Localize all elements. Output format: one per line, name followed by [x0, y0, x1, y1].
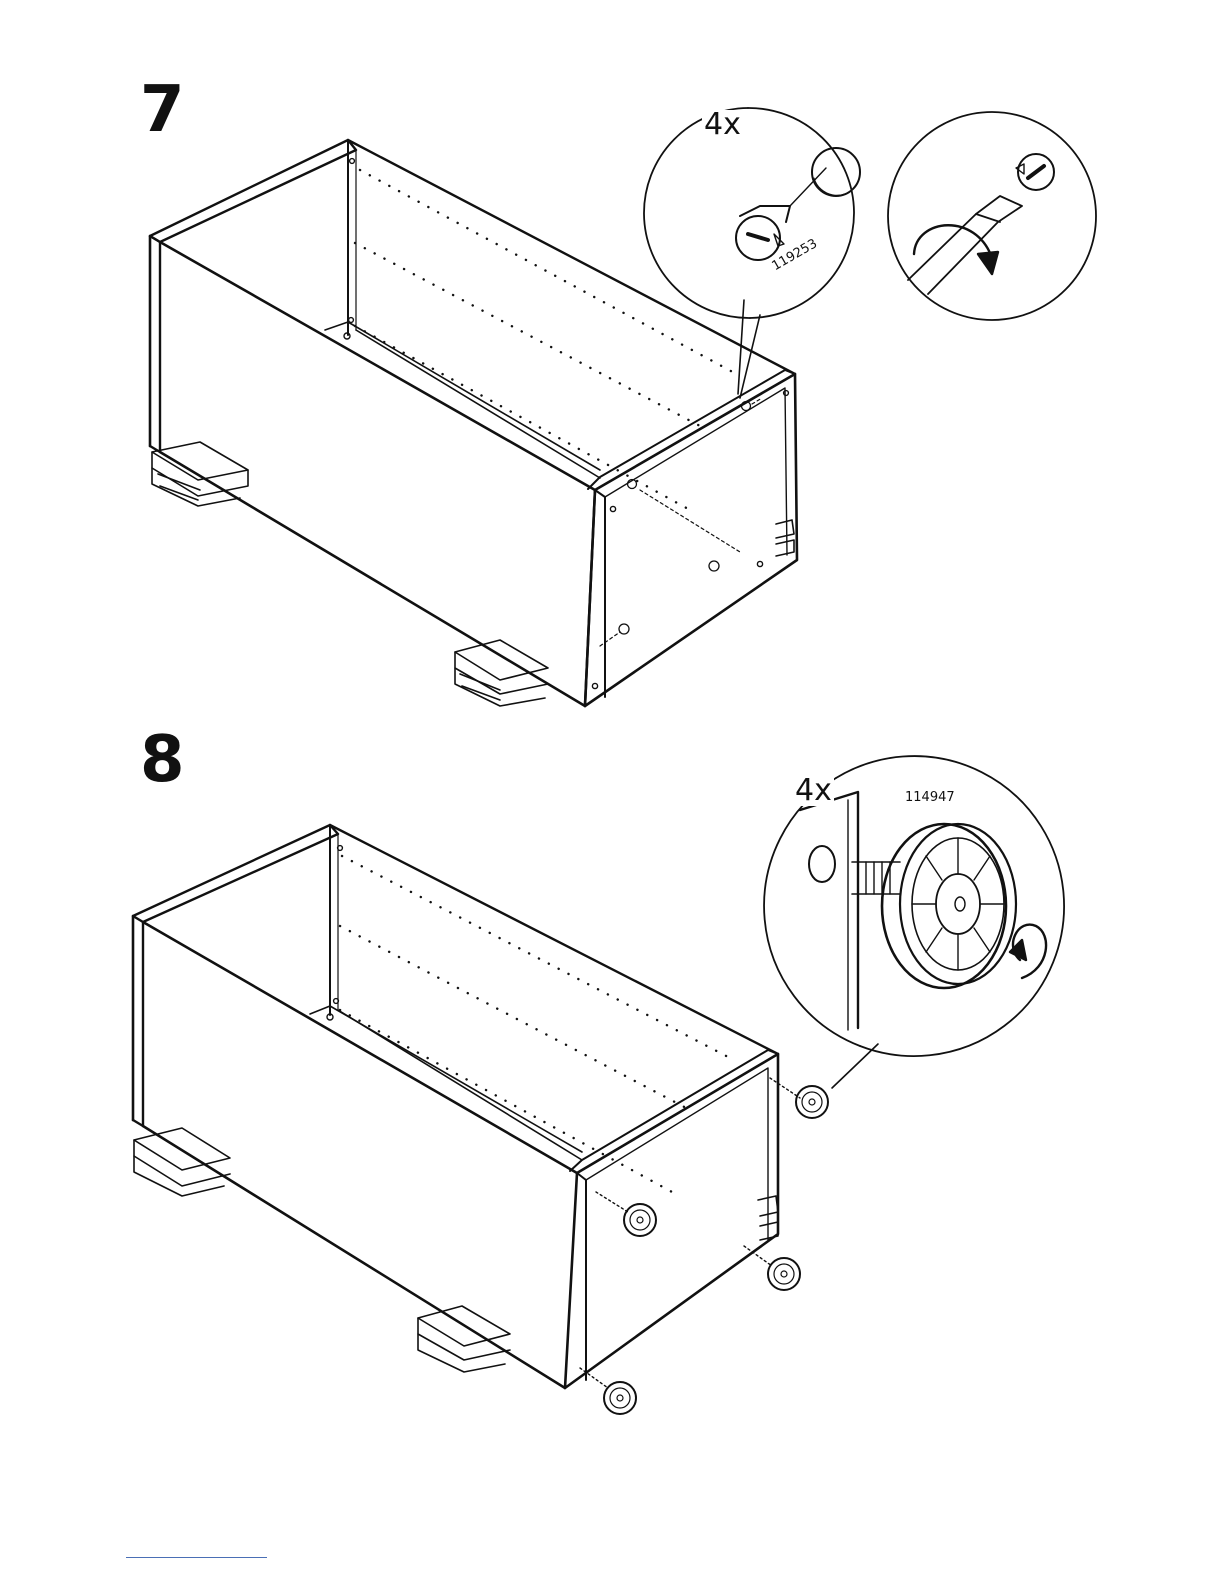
step8-quantity-label: 4x	[793, 776, 834, 806]
step8-cabinet	[133, 825, 778, 1388]
footer-rule	[126, 1557, 267, 1558]
step-number-7: 7	[140, 78, 185, 142]
adjustable-foot	[596, 1192, 656, 1236]
step7-callout-cam-lock	[644, 108, 860, 398]
support-board-stack	[455, 640, 548, 706]
cam-lock-fitting-icon	[736, 206, 790, 260]
adjustable-foot-icon	[852, 824, 1016, 988]
step7-callout-screwdriver	[888, 112, 1096, 320]
screwdriver-icon	[908, 196, 1022, 294]
rotate-arrow-icon	[1010, 925, 1046, 978]
adjustable-foot	[744, 1246, 800, 1290]
step7-quantity-label: 4x	[702, 110, 743, 140]
adjustable-foot	[580, 1368, 636, 1414]
support-board-stack	[134, 1128, 230, 1196]
support-board-stack	[776, 520, 794, 556]
step7-cabinet	[150, 140, 797, 706]
support-board-stack	[418, 1306, 510, 1372]
step8-part-number: 114947	[905, 791, 955, 804]
step-number-8: 8	[140, 728, 185, 792]
